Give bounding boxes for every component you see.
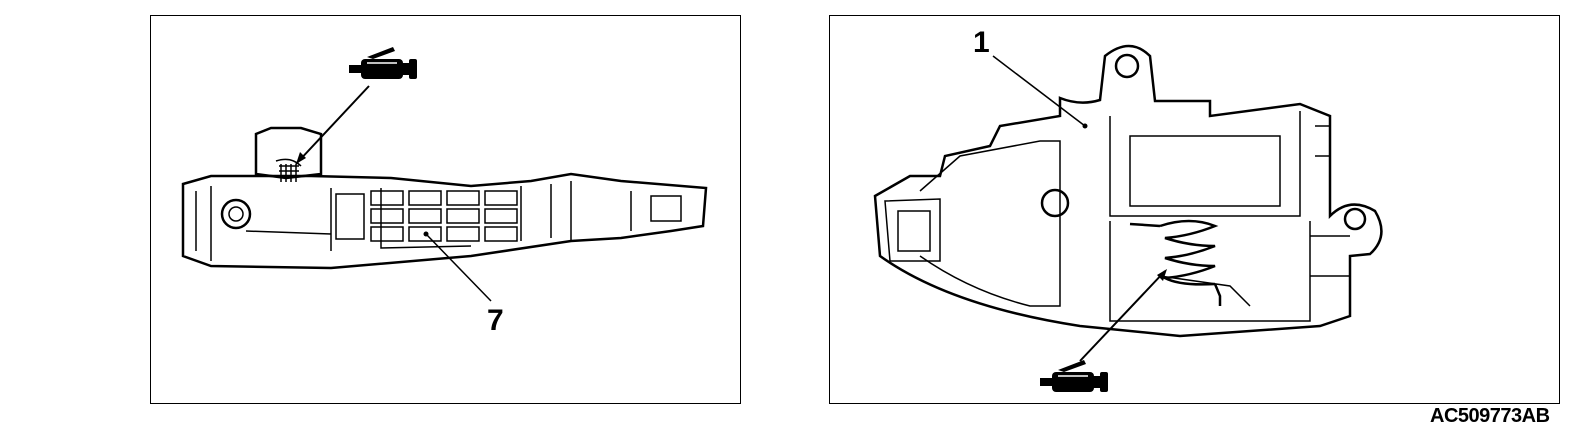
callout-label-7: 7 <box>487 304 504 337</box>
inside-handle-diagram-panel: 1 <box>829 15 1560 404</box>
spring <box>1129 219 1222 306</box>
grease-icon <box>1039 359 1109 393</box>
grease-leader-line <box>295 85 370 165</box>
inside-handle-drawing <box>873 44 1383 393</box>
outside-handle-diagram-panel: 7 <box>150 15 741 404</box>
grease-icon <box>348 46 418 80</box>
callout-1-leader <box>992 55 1086 127</box>
handle-ribs <box>335 181 682 242</box>
outside-handle-drawing <box>181 46 708 302</box>
callout-label-1: 1 <box>973 26 990 59</box>
figure-code: AC509773AB <box>1430 405 1550 427</box>
grease-leader-line <box>1079 270 1166 362</box>
callout-7-leader <box>425 233 492 302</box>
